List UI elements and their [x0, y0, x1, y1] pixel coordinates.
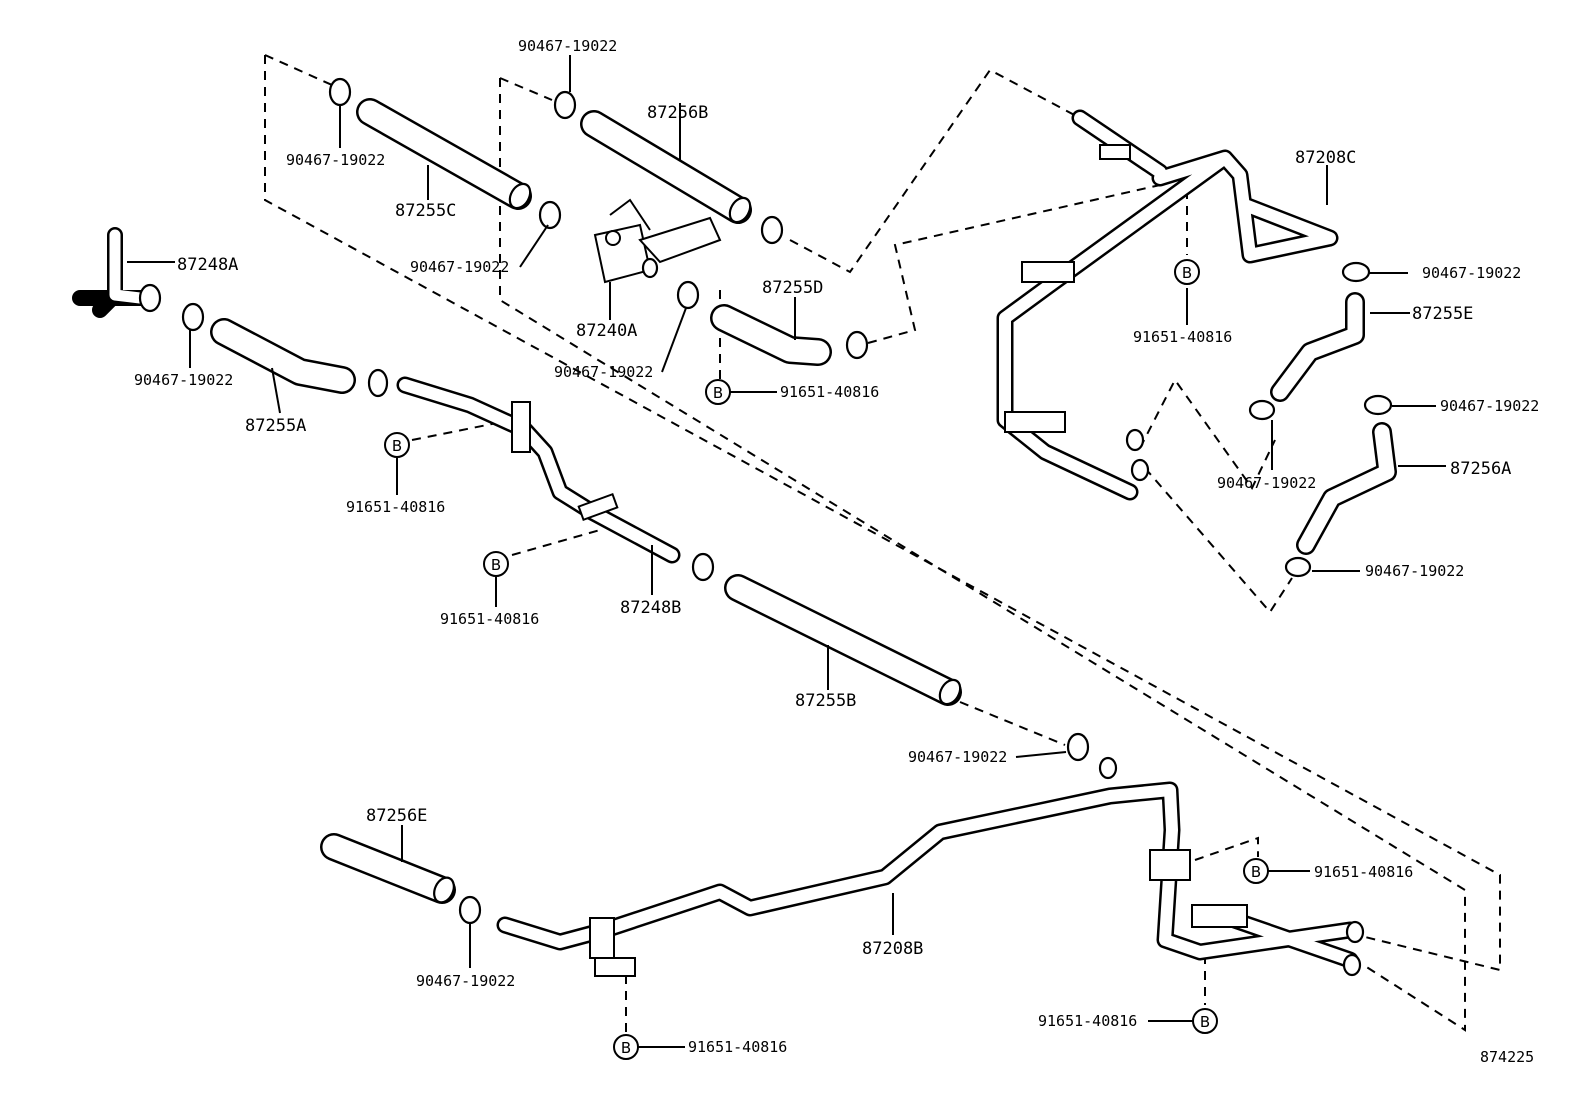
hose-clamp-icon — [691, 552, 715, 582]
part-label: 90467-19022 — [908, 748, 1007, 766]
hose-87255D — [710, 304, 832, 366]
hose-clamp-icon — [1248, 399, 1276, 421]
part-label: 87256B — [647, 103, 708, 123]
hose-87256A — [1296, 422, 1397, 555]
bolt-b-marker: B — [483, 551, 509, 577]
hose-87255A — [210, 318, 356, 394]
hose-clamp-icon — [760, 215, 784, 245]
bolt-b-marker: B — [1243, 858, 1269, 884]
valve-87240A — [593, 198, 722, 284]
svg-text:B: B — [1200, 1013, 1210, 1031]
part-label: 90467-19022 — [416, 972, 515, 990]
hose-clamp-icon — [538, 200, 562, 230]
hose-87255B — [724, 574, 962, 706]
hose-87256E — [320, 833, 456, 904]
bolt-b-marker: B — [1174, 259, 1200, 285]
part-label: 91651-40816 — [346, 498, 445, 516]
hose-clamp-icon — [553, 90, 577, 120]
part-label: 87256A — [1450, 459, 1511, 479]
part-label: 87208B — [862, 939, 923, 959]
svg-text:B: B — [392, 437, 402, 455]
part-label: 90467-19022 — [286, 151, 385, 169]
part-label: 91651-40816 — [688, 1038, 787, 1056]
part-label: 90467-19022 — [134, 371, 233, 389]
part-label: 87255B — [795, 691, 856, 711]
bolt-b-marker: B — [384, 432, 410, 458]
hose-clamp-icon — [1284, 556, 1312, 578]
hose-87255E — [1270, 292, 1365, 402]
part-label: 90467-19022 — [410, 258, 509, 276]
hose-clamps — [181, 77, 1393, 925]
part-label: 87208C — [1295, 148, 1356, 168]
part-label: 90467-19022 — [554, 363, 653, 381]
bolt-b-marker: B — [613, 1034, 639, 1060]
hose-clamp-icon — [328, 77, 352, 107]
part-label: 87248A — [177, 255, 238, 275]
svg-text:B: B — [713, 384, 723, 402]
pipe-87248A — [72, 227, 162, 318]
part-label: 90467-19022 — [1365, 562, 1464, 580]
part-label: 87255C — [395, 201, 456, 221]
part-label: 87255E — [1412, 304, 1473, 324]
part-label: 87256E — [366, 806, 427, 826]
leader-lines — [127, 55, 1446, 1048]
part-label: 87255A — [245, 416, 306, 436]
hose-clamp-icon — [676, 280, 700, 310]
part-label: 91651-40816 — [1133, 328, 1232, 346]
hose-clamp-icon — [1341, 261, 1371, 283]
figure-number: 874225 — [1480, 1048, 1534, 1066]
svg-text:B: B — [1182, 264, 1192, 282]
hose-87255C — [356, 98, 532, 210]
part-label: 87255D — [762, 278, 823, 298]
part-label: 90467-19022 — [1217, 474, 1316, 492]
hose-clamp-icon — [367, 368, 389, 398]
part-label: 90467-19022 — [518, 37, 617, 55]
part-label: 90467-19022 — [1440, 397, 1539, 415]
hose-clamp-icon — [458, 895, 482, 925]
hose-clamp-icon — [1066, 732, 1090, 762]
pipe-87248B — [396, 376, 681, 564]
svg-text:B: B — [1251, 863, 1261, 881]
svg-text:B: B — [621, 1039, 631, 1057]
part-label: 90467-19022 — [1422, 264, 1521, 282]
part-label: 91651-40816 — [440, 610, 539, 628]
part-label: 87248B — [620, 598, 681, 618]
hose-clamp-icon — [1363, 394, 1393, 416]
hose-clamp-icon — [181, 302, 205, 332]
part-label: 91651-40816 — [1038, 1012, 1137, 1030]
svg-text:B: B — [491, 556, 501, 574]
part-label: 87240A — [576, 321, 637, 341]
pipe-87208B — [496, 756, 1365, 977]
hose-87256B — [580, 110, 752, 224]
hose-clamp-icon — [845, 330, 869, 360]
part-label: 91651-40816 — [1314, 863, 1413, 881]
part-labels: 90467-19022 90467-19022 87255C 87256B 87… — [134, 37, 1539, 1066]
bolt-b-marker: B — [1192, 1008, 1218, 1034]
bolt-b-marker: B — [705, 379, 731, 405]
part-label: 91651-40816 — [780, 383, 879, 401]
pipe-87208C — [996, 109, 1339, 501]
bolt-markers: B B B B B B B — [384, 259, 1269, 1060]
